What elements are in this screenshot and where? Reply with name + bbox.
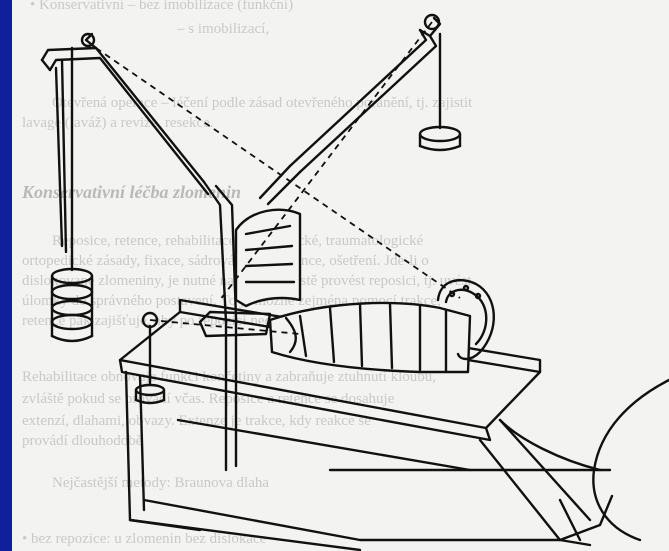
bleed-text-line: • Konservativní – bez imobilizace (funkč… [30,0,294,13]
bleed-text-line: provádí dlouhodobě [22,433,143,449]
patient-body [498,378,669,542]
bandaged-leg [268,301,472,374]
bleed-text-line: Nejčastější metody: Braunova dlaha [52,475,270,491]
thigh-segment [234,208,302,308]
frame-posts [54,58,302,324]
weight-stack-left [50,46,94,343]
foot-support [198,310,272,338]
bleed-heading: Konservativní léčba zlomenin [22,182,242,202]
traction-cords [95,21,461,335]
scanned-page: • Konservativní – bez imobilizace (funkč… [12,0,669,551]
bleed-text-line: extenzí, dlahami, obvazy. Extenze je tra… [22,413,371,429]
bleed-text-line: lavage (laváž) a revize, resekce. [22,115,214,131]
bleed-text-line: • bez repozice: u zlomenin bez dislokace [22,531,267,547]
bleed-text-line: – s imobilizací, [177,21,270,37]
bleed-text-line: Otevřená operace – léčení podle zásad ot… [52,95,473,111]
bleed-text-line: ortopedické zásady, fixace, sádrová dlah… [22,253,429,269]
top-frame-bars [40,16,442,196]
weight-right [418,32,462,152]
bleed-text-line: zvláště pokud se provádí včas. Reposice … [22,391,395,407]
